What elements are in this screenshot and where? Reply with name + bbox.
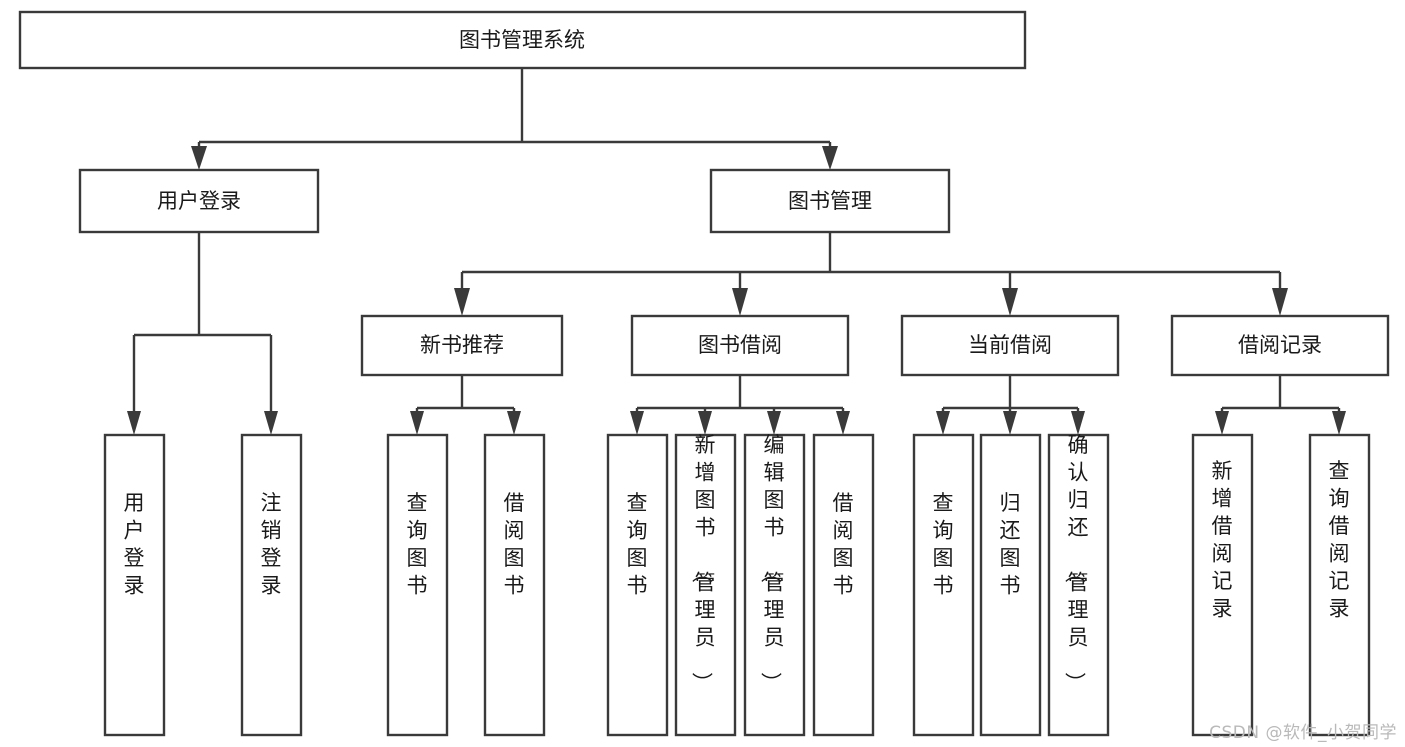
arrow-head-currentborrow-leaf-1 (936, 411, 950, 435)
arrow-head-currentborrow-leaf-3 (1071, 411, 1085, 435)
arrow-head-borrow-record (1272, 288, 1288, 316)
leaf-bookborrow-edit-book-label: 编辑图书（管理员） (759, 433, 785, 693)
leaf-currentborrow-confirm-return-box[interactable] (1047, 433, 1110, 737)
node-new-book-recommend-label: 新书推荐 (420, 333, 504, 357)
arrow-head-current-borrow (1002, 288, 1018, 316)
arrow-head-book-mgmt (822, 146, 838, 170)
node-new-book-recommend[interactable]: 新书推荐 (360, 314, 564, 377)
arrow-head-book-borrow (732, 288, 748, 316)
leaf-bookborrow-edit-book[interactable]: 编辑图书（管理员） (743, 433, 806, 737)
leaf-currentborrow-confirm-return-label: 确认归还（管理员） (1063, 433, 1089, 693)
leaf-currentborrow-return-book[interactable]: 归还图书 (979, 433, 1042, 737)
leaf-bookborrow-borrow-book-box[interactable] (812, 433, 875, 737)
arrow-head-bookborrow-leaf-4 (836, 411, 850, 435)
leaf-bookborrow-query-book-box[interactable] (606, 433, 669, 737)
leaf-newbook-query-book-box[interactable] (386, 433, 449, 737)
connector-layer (127, 68, 1346, 435)
leaf-newbook-borrow-book-label: 借阅图书 (504, 491, 525, 598)
node-book-borrow[interactable]: 图书借阅 (630, 314, 850, 377)
arrow-head-user-login (191, 146, 207, 170)
leaf-newbook-borrow-book[interactable]: 借阅图书 (483, 433, 546, 737)
leaf-user-login-logout-label: 注销登录 (261, 491, 282, 598)
node-book-borrow-label: 图书借阅 (698, 333, 782, 357)
leaf-borrowrecord-add-record-box[interactable] (1191, 433, 1254, 737)
leaf-user-login-logout[interactable]: 注销登录 (240, 433, 303, 737)
leaf-borrowrecord-query-record-box[interactable] (1308, 433, 1371, 737)
node-new-book-recommend-box[interactable] (360, 314, 564, 377)
leaf-user-login-login[interactable]: 用户登录 (103, 433, 166, 737)
arrow-head-bookborrow-leaf-3 (767, 411, 781, 435)
leaf-currentborrow-query-book-box[interactable] (912, 433, 975, 737)
leaf-bookborrow-add-book[interactable]: 新增图书（管理员） (674, 433, 737, 737)
node-borrow-record[interactable]: 借阅记录 (1170, 314, 1390, 377)
leaf-borrowrecord-add-record[interactable]: 新增借阅记录 (1191, 433, 1254, 737)
leaf-bookborrow-borrow-book[interactable]: 借阅图书 (812, 433, 875, 737)
leaf-user-login-login-box[interactable] (103, 433, 166, 737)
leaf-bookborrow-add-book-label: 新增图书（管理员） (690, 433, 716, 693)
node-root-label: 图书管理系统 (459, 28, 585, 52)
leaf-currentborrow-confirm-return[interactable]: 确认归还（管理员） (1047, 433, 1110, 737)
leaf-currentborrow-return-book-box[interactable] (979, 433, 1042, 737)
arrow-head-newbook-leaf-1 (410, 411, 424, 435)
leaf-bookborrow-add-book-box[interactable] (674, 433, 737, 737)
node-current-borrow-label: 当前借阅 (968, 333, 1052, 357)
arrow-head-currentborrow-leaf-2 (1003, 411, 1017, 435)
arrow-head-leaf-user-login (127, 411, 141, 435)
leaf-borrowrecord-add-record-label: 新增借阅记录 (1212, 459, 1233, 621)
node-borrow-record-box[interactable] (1170, 314, 1390, 377)
node-user-login-box[interactable] (78, 168, 320, 234)
node-book-management-box[interactable] (709, 168, 951, 234)
node-book-borrow-box[interactable] (630, 314, 850, 377)
node-user-login[interactable]: 用户登录 (78, 168, 320, 234)
arrow-head-bookborrow-leaf-1 (630, 411, 644, 435)
leaf-newbook-query-book-label: 查询图书 (407, 491, 428, 598)
leaf-currentborrow-return-book-label: 归还图书 (1000, 491, 1021, 598)
node-root-box[interactable] (18, 10, 1027, 70)
leaf-borrowrecord-query-record[interactable]: 查询借阅记录 (1308, 433, 1371, 737)
arrow-head-newbook-leaf-2 (507, 411, 521, 435)
arrow-head-leaf-logout (264, 411, 278, 435)
leaf-user-login-logout-box[interactable] (240, 433, 303, 737)
leaf-bookborrow-edit-book-box[interactable] (743, 433, 806, 737)
arrow-head-bookborrow-leaf-2 (698, 411, 712, 435)
node-current-borrow-box[interactable] (900, 314, 1120, 377)
node-book-management[interactable]: 图书管理 (709, 168, 951, 234)
node-current-borrow[interactable]: 当前借阅 (900, 314, 1120, 377)
node-book-management-label: 图书管理 (788, 189, 872, 213)
leaf-bookborrow-query-book-label: 查询图书 (627, 491, 648, 598)
leaf-bookborrow-borrow-book-label: 借阅图书 (833, 491, 854, 598)
node-user-login-label: 用户登录 (157, 189, 241, 213)
leaf-currentborrow-query-book-label: 查询图书 (933, 491, 954, 598)
leaf-bookborrow-query-book[interactable]: 查询图书 (606, 433, 669, 737)
csdn-watermark: CSDN @软件_小贺同学 (1209, 723, 1397, 743)
leaf-currentborrow-query-book[interactable]: 查询图书 (912, 433, 975, 737)
arrow-head-new-book-rec (454, 288, 470, 316)
leaf-newbook-borrow-book-box[interactable] (483, 433, 546, 737)
arrow-head-borrowrecord-leaf-1 (1215, 411, 1229, 435)
node-root[interactable]: 图书管理系统 (18, 10, 1027, 70)
leaf-borrowrecord-query-record-label: 查询借阅记录 (1329, 459, 1350, 621)
leaf-newbook-query-book[interactable]: 查询图书 (386, 433, 449, 737)
node-borrow-record-label: 借阅记录 (1238, 333, 1322, 357)
arrow-head-borrowrecord-leaf-2 (1332, 411, 1346, 435)
leaf-user-login-login-label: 用户登录 (124, 491, 145, 598)
